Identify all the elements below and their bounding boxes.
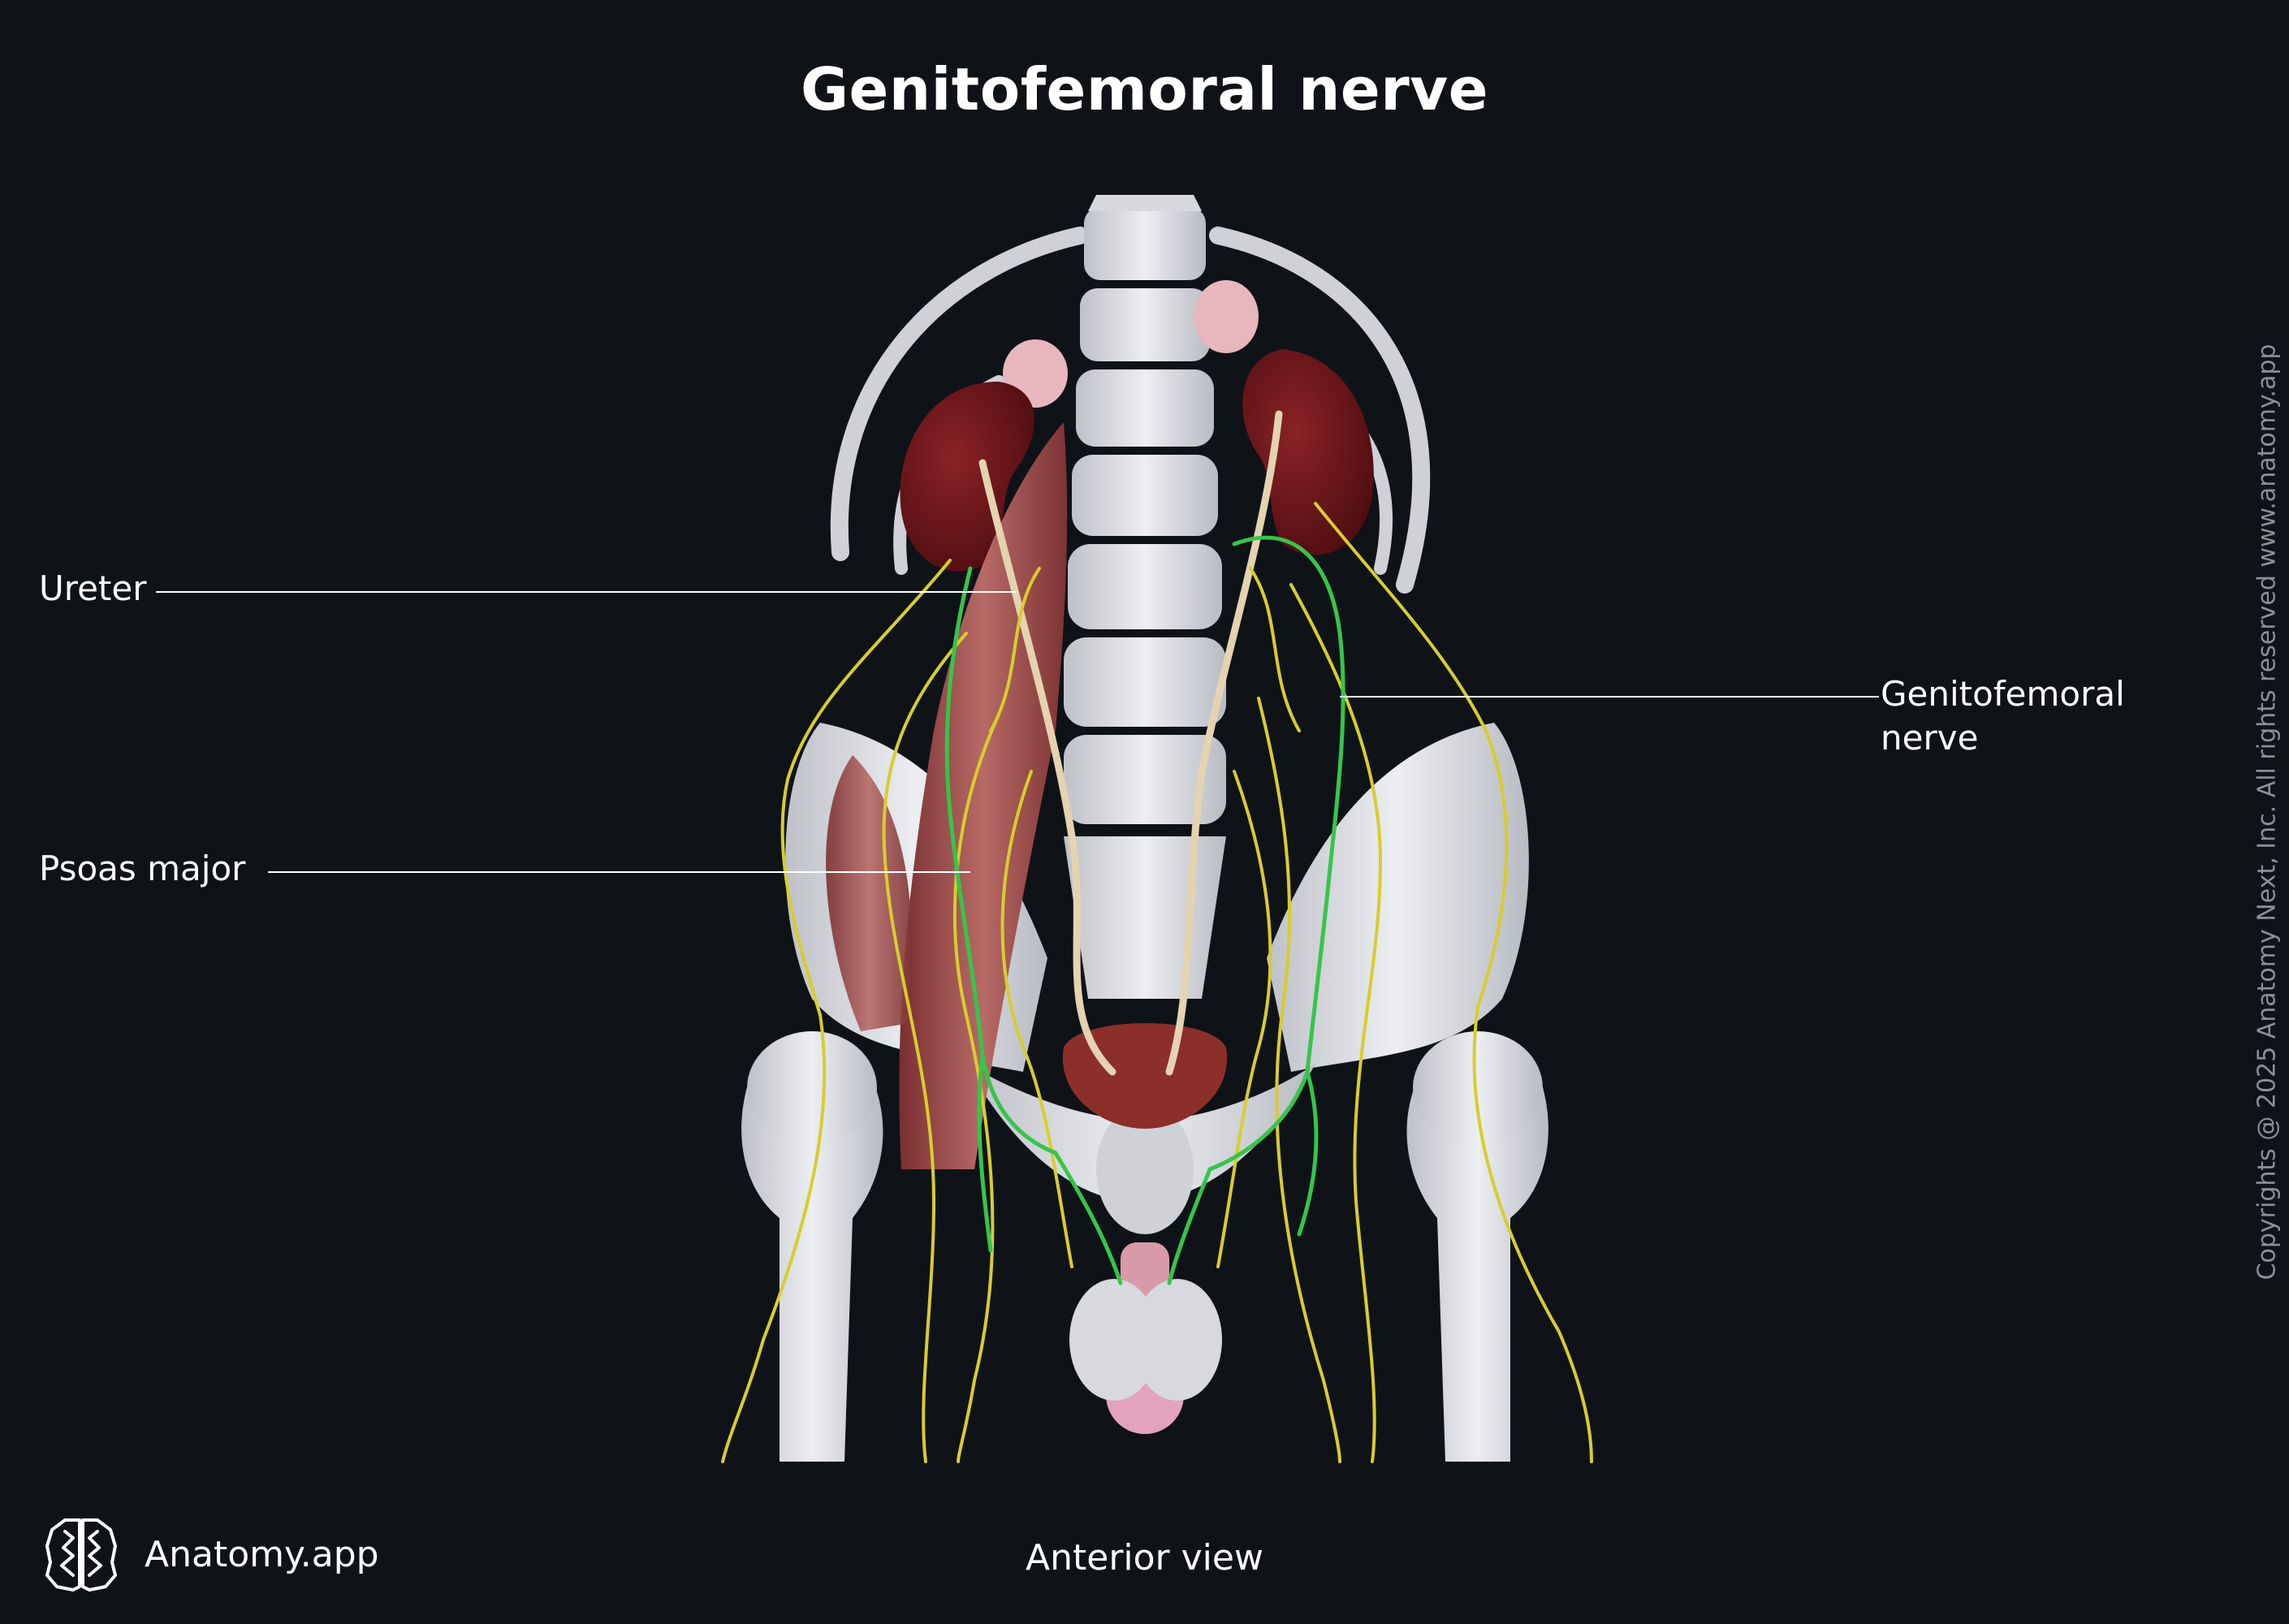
bladder [1062,1023,1228,1434]
leader-line-genitofemoral-nerve [1340,696,1879,698]
label-genitofemoral-nerve-line2: nerve [1881,718,1979,758]
copyright-notice: Copyrights @ 2025 Anatomy Next, Inc. All… [2252,343,2282,1281]
leader-line-ureter [156,591,1017,593]
page-title: Genitofemoral nerve [800,55,1489,123]
brain-icon [45,1518,117,1592]
ureters [978,410,1283,1076]
vertebral-column [1064,195,1226,999]
brand: Anatomy.app [41,1514,379,1595]
psoas-major-muscle [826,422,1068,1169]
genitofemoral-nerves [944,535,1345,1285]
view-caption: Anterior view [1026,1537,1263,1579]
brand-name: Anatomy.app [145,1533,379,1575]
label-ureter: Ureter [39,568,147,608]
lumbar-plexus-nerves [721,502,1593,1463]
leader-line-psoas-major [268,871,970,873]
label-psoas-major: Psoas major [39,849,246,888]
label-genitofemoral-nerve-line1: Genitofemoral [1881,674,2125,714]
